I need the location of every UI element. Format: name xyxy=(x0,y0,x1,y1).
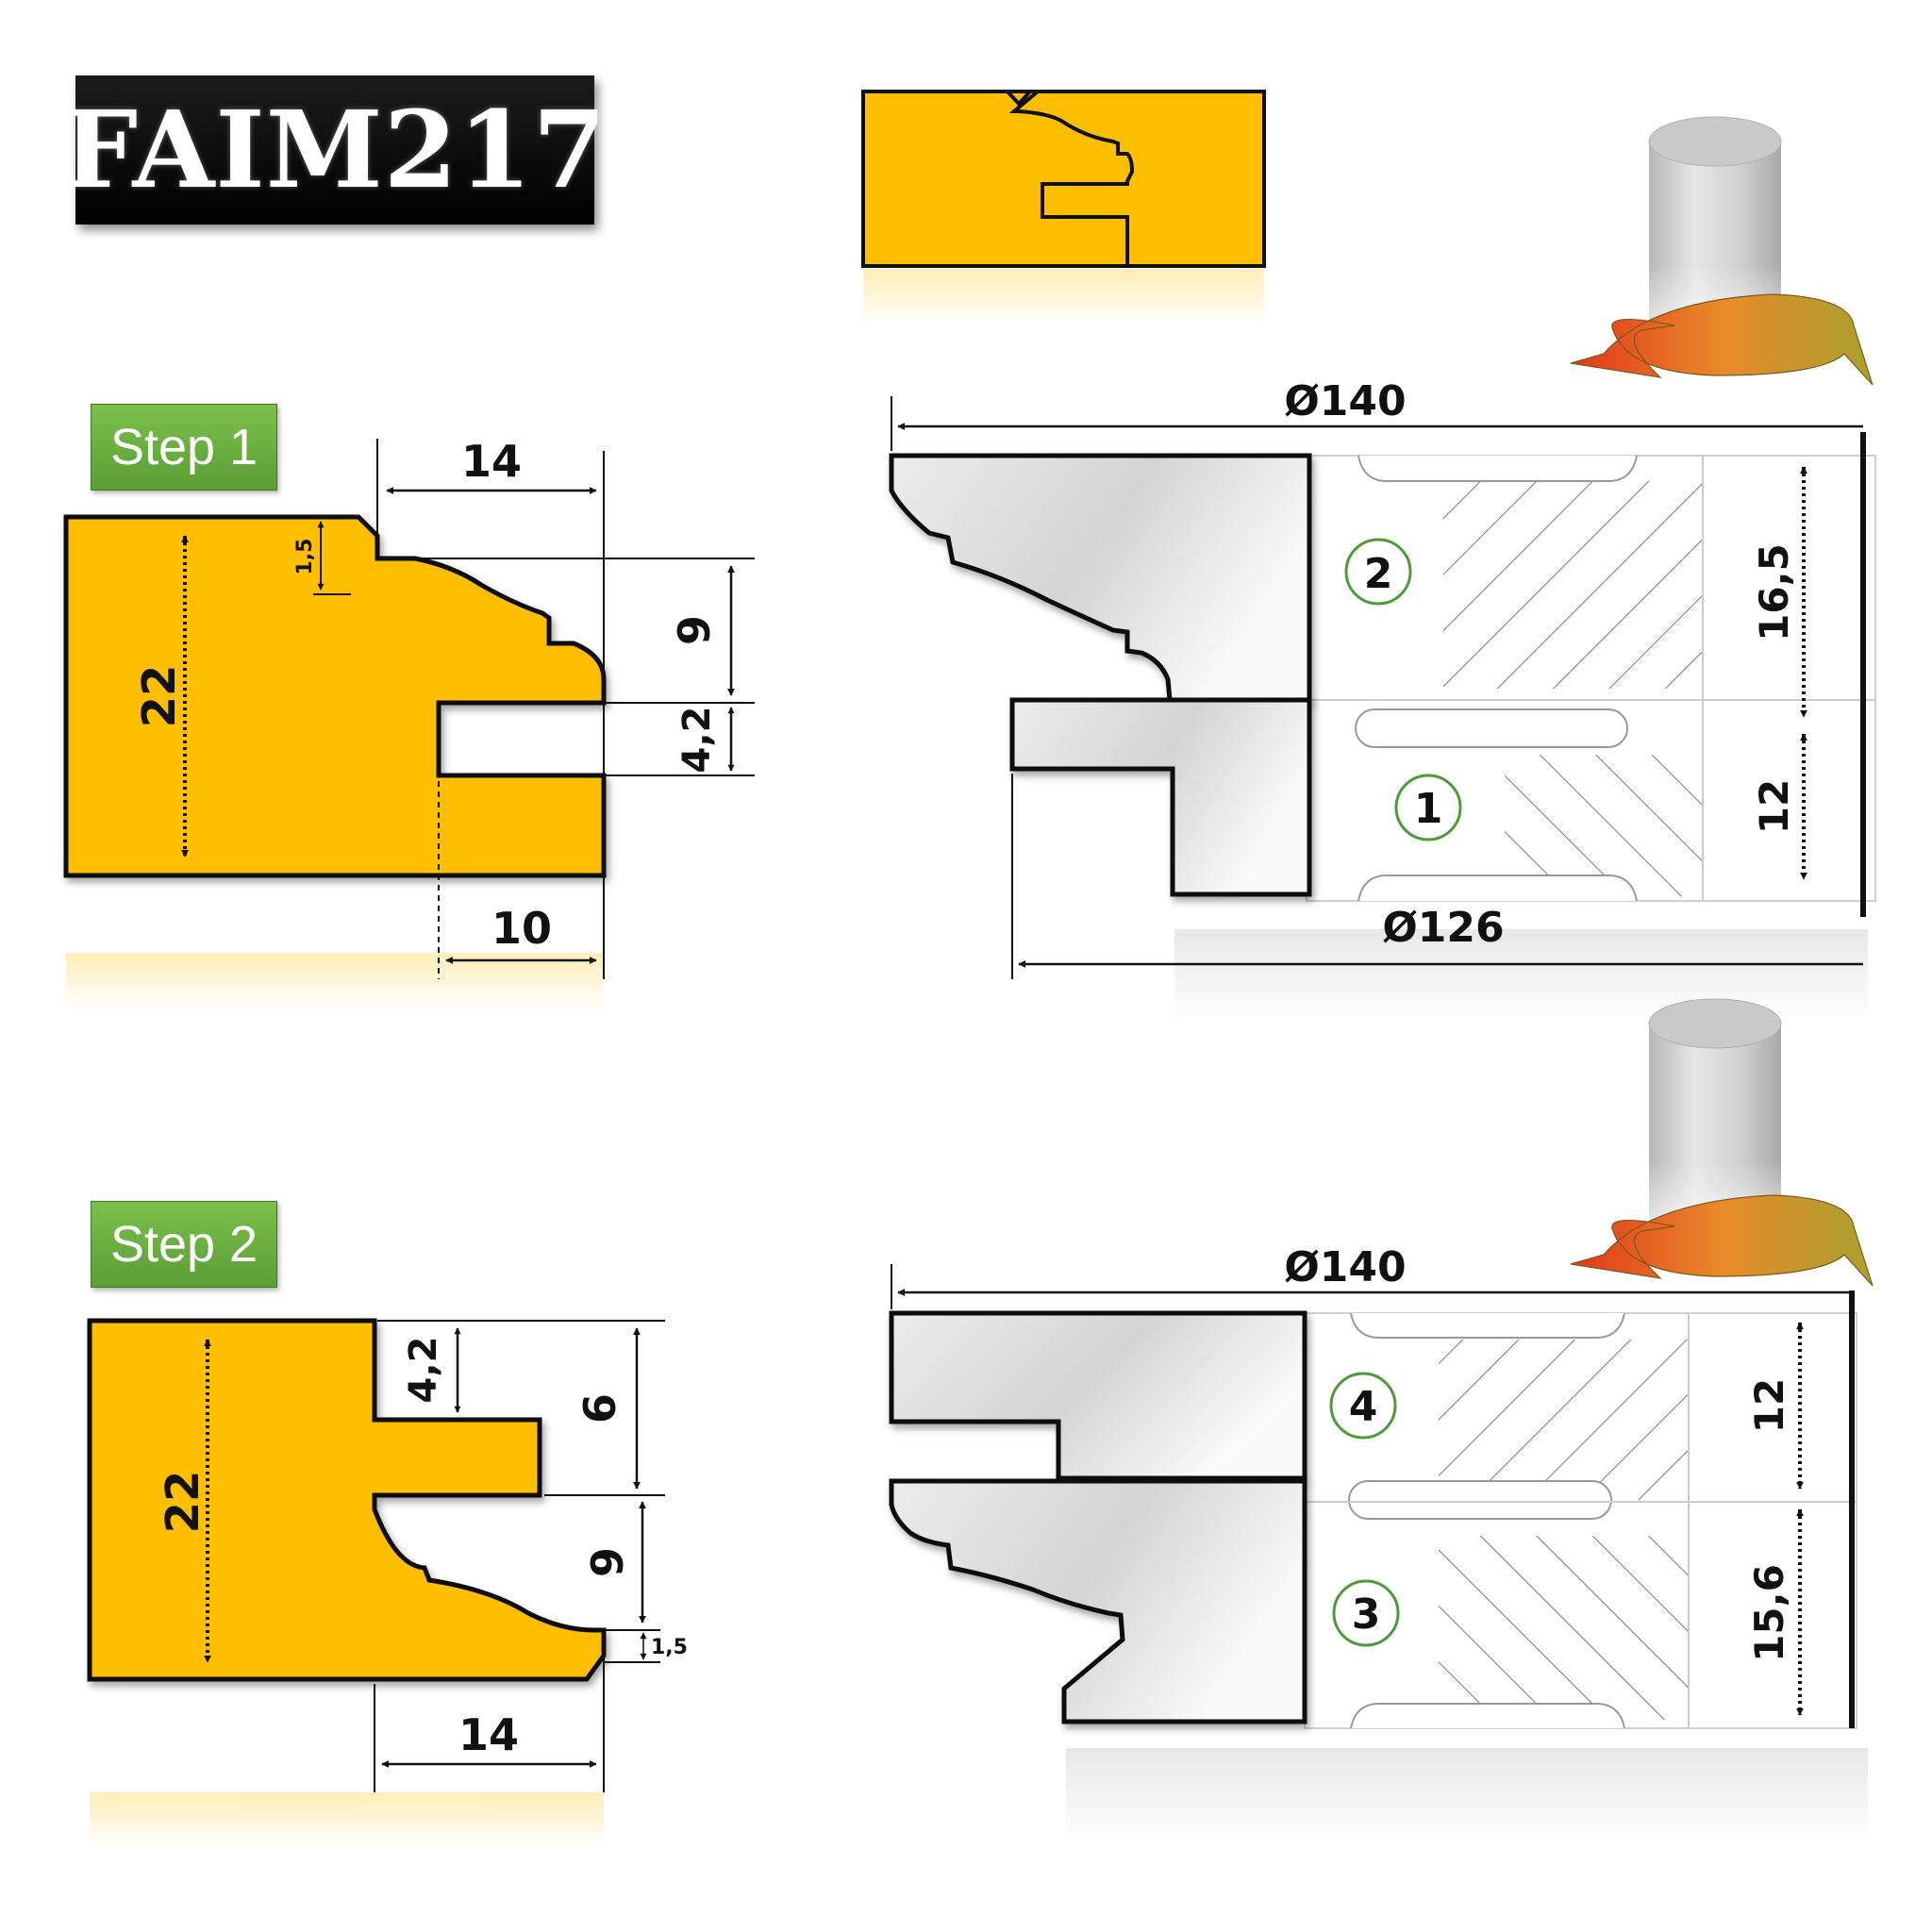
joint-preview-reflection xyxy=(863,269,1264,325)
cutter-top-inner-diameter-label: Ø126 xyxy=(1382,904,1504,952)
step-1-profile: 14 22 1,5 9 4,2 10 xyxy=(63,436,755,1009)
rotation-arrow-top xyxy=(1570,293,1874,386)
step-2-tongue-label: 4,2 xyxy=(402,1337,445,1404)
knife-2-number: 2 xyxy=(1364,550,1393,598)
step-2-reflection xyxy=(90,1792,604,1849)
step-2-profile-depth-label: 9 xyxy=(582,1547,633,1577)
cutter-top-upper-height-label: 16,5 xyxy=(1751,543,1797,641)
knife-1-number-ring xyxy=(1394,774,1462,841)
knife-1 xyxy=(1009,697,1312,897)
cutter-bottom-hatch-lower xyxy=(1439,1536,1689,1720)
knife-4 xyxy=(889,1310,1307,1481)
step-2-width-label: 14 xyxy=(458,1709,519,1760)
step-1-label: Step 1 xyxy=(109,419,258,475)
joint-preview xyxy=(861,90,1266,325)
cutter-top-slot xyxy=(1355,708,1628,748)
knife-4-number: 4 xyxy=(1349,1383,1378,1431)
step-2-profile: 22 4,2 6 9 1,5 14 xyxy=(87,1318,688,1849)
step-1-groove-depth-label: 10 xyxy=(491,903,552,954)
cutter-top-lower-height-label: 12 xyxy=(1751,779,1797,834)
step-2-tongue-zone-label: 6 xyxy=(575,1393,625,1424)
knife-3-number: 3 xyxy=(1352,1591,1381,1639)
step-1-chamfer-label: 1,5 xyxy=(293,539,317,575)
step-1-height-label: 22 xyxy=(133,665,186,728)
knife-2 xyxy=(889,453,1312,703)
knife-4-number-ring xyxy=(1329,1372,1397,1440)
cutter-top-outer-diameter-label: Ø140 xyxy=(1284,377,1406,425)
knife-3 xyxy=(889,1478,1307,1724)
joint-preview-seam xyxy=(995,90,1135,266)
spindle-bottom xyxy=(1570,998,1874,1287)
knife-3-number-ring xyxy=(1332,1579,1400,1647)
cutter-bottom-upper-height-label: 12 xyxy=(1746,1378,1792,1433)
rotation-arrow-bottom xyxy=(1570,1194,1874,1287)
step-2-chamfer-label: 1,5 xyxy=(651,1636,688,1659)
step-1-badge: Step 1 xyxy=(91,404,277,491)
step-2-label: Step 2 xyxy=(109,1216,258,1273)
title-banner: FAIM217 xyxy=(63,75,607,225)
cutter-bottom-lower-height-label: 15,6 xyxy=(1746,1564,1792,1662)
cutter-top-hatch-upper xyxy=(1443,481,1703,689)
cutter-bottom-outer-diameter-label: Ø140 xyxy=(1284,1243,1406,1291)
knife-1-number: 1 xyxy=(1414,785,1443,833)
step-2-badge: Step 2 xyxy=(91,1201,277,1288)
step-1-profile-depth-label: 9 xyxy=(669,615,720,645)
product-code: FAIM217 xyxy=(62,88,608,212)
joint-preview-wood xyxy=(861,90,1266,268)
step-1-groove-label: 4,2 xyxy=(675,707,719,774)
step-2-height-label: 22 xyxy=(157,1471,209,1534)
cutter-bottom-hatch-upper xyxy=(1439,1340,1689,1500)
cutter-bottom: 4 3 Ø140 12 15,6 xyxy=(889,1243,1868,1842)
cutter-bottom-reflection xyxy=(1066,1748,1868,1842)
cutter-top: 2 1 Ø140 Ø126 16,5 12 xyxy=(889,377,1876,1024)
step-1-width-label: 14 xyxy=(461,436,522,487)
step-2-wood-section xyxy=(87,1318,607,1682)
knife-2-number-ring xyxy=(1344,538,1412,606)
spindle-top xyxy=(1570,116,1874,386)
cutter-top-hatch-lower xyxy=(1505,755,1703,896)
cutter-bottom-slot xyxy=(1348,1480,1612,1520)
